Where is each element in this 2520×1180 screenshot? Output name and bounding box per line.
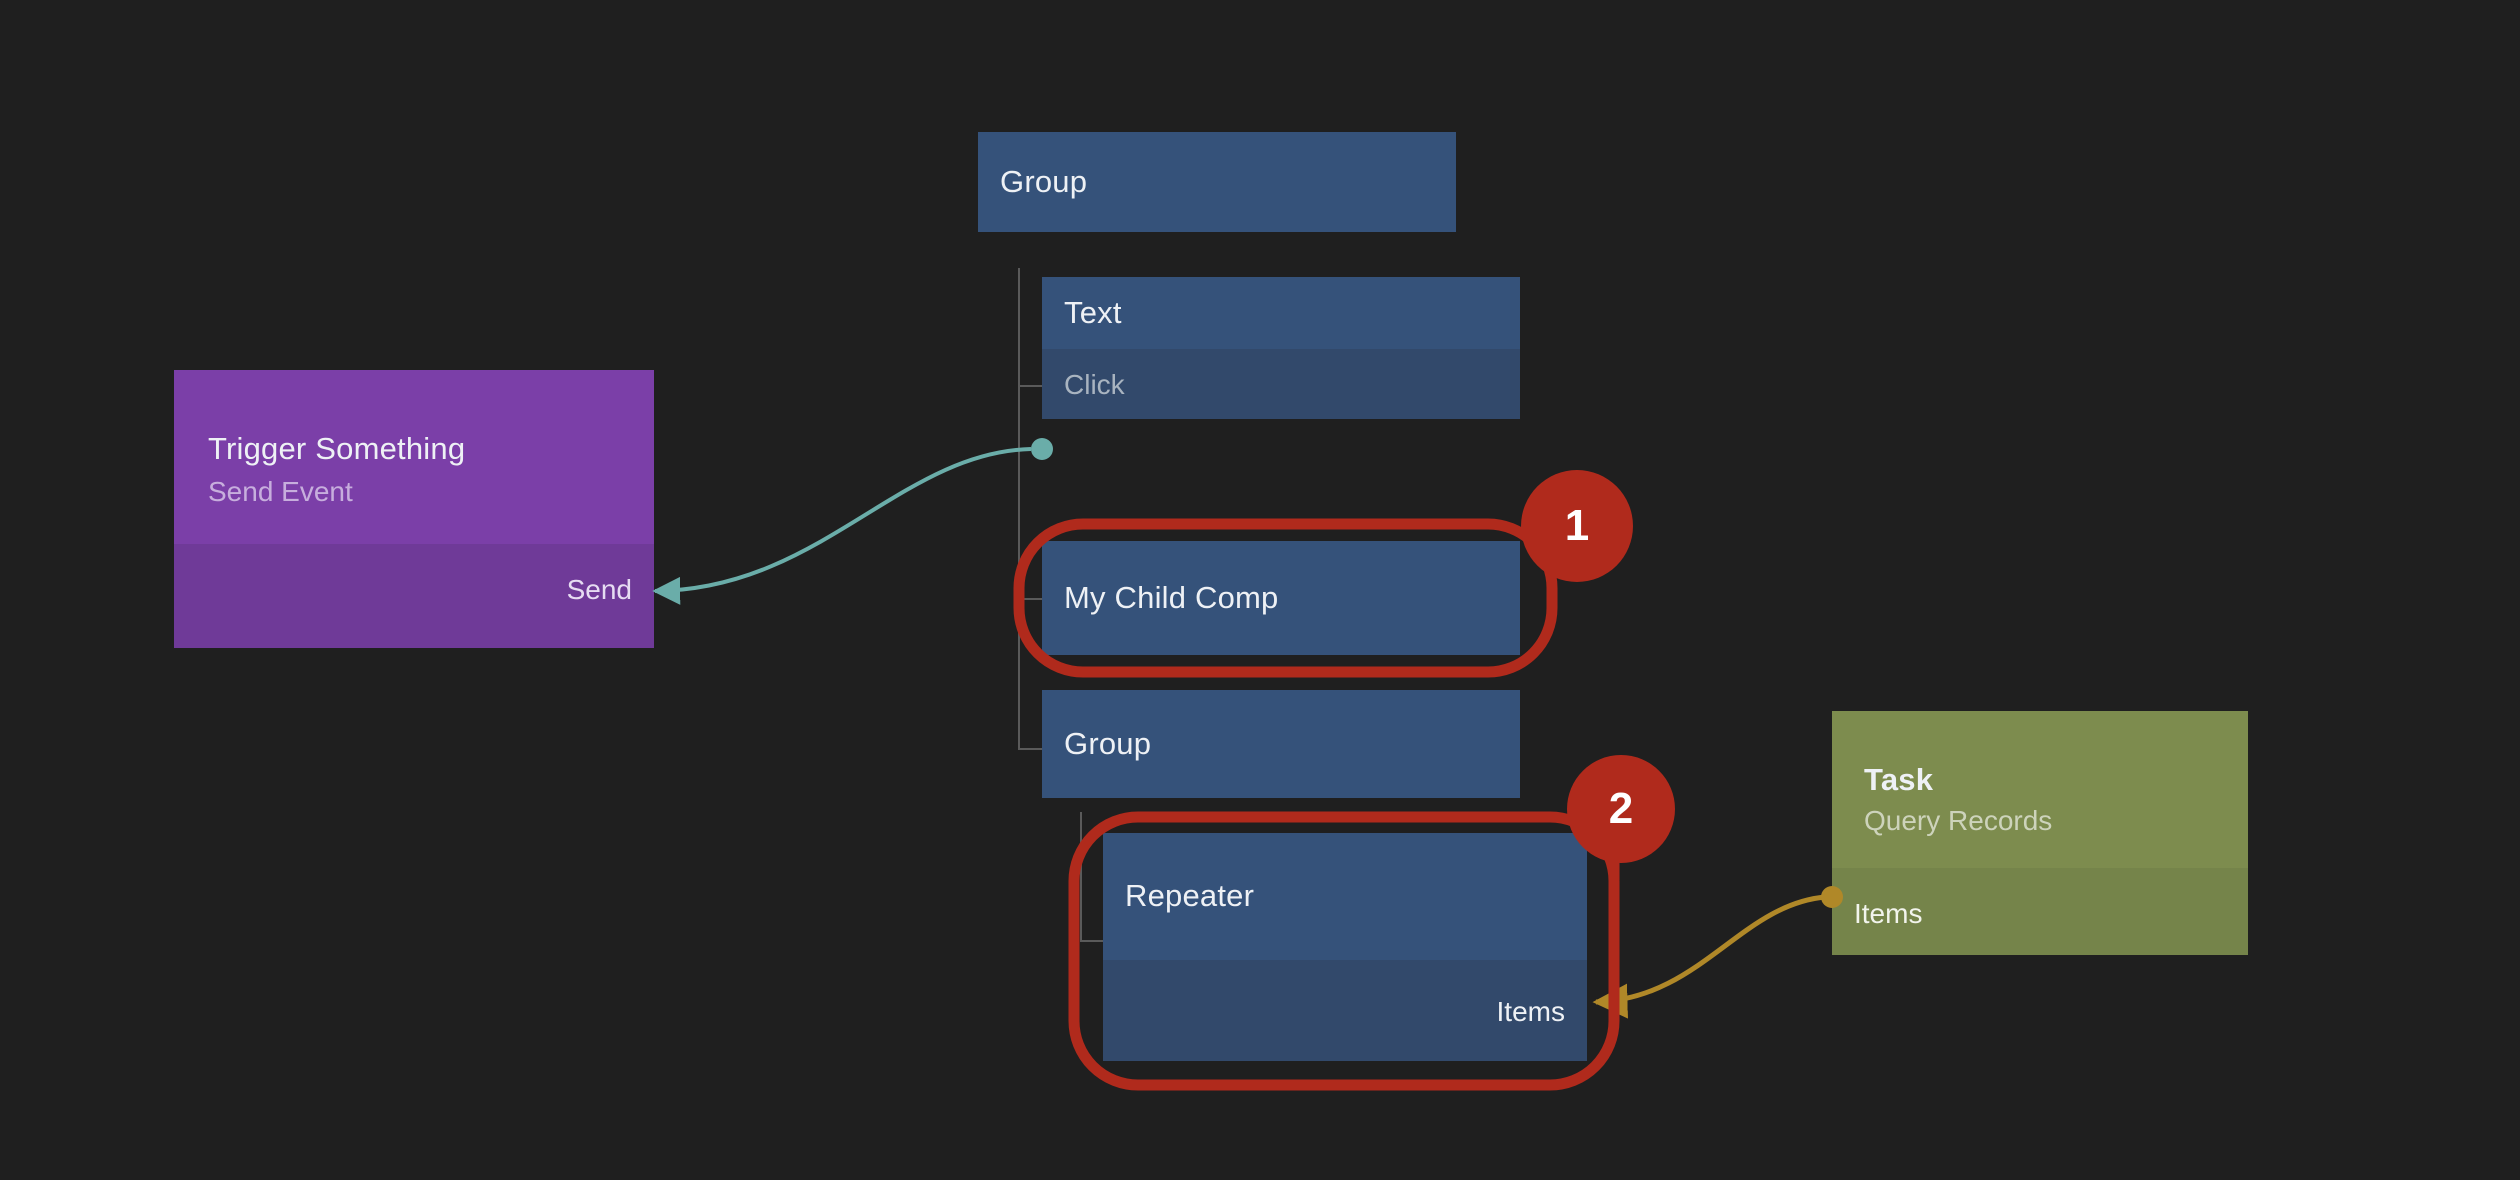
node-body: Click xyxy=(1042,349,1520,419)
node-body: Send xyxy=(174,544,654,648)
node-subtitle: Send Event xyxy=(208,475,353,507)
node-header: Repeater xyxy=(1103,833,1587,960)
node-header: Group xyxy=(978,132,1456,232)
node-title: My Child Comp xyxy=(1064,579,1279,615)
tree-guide-stub-repeater xyxy=(1080,940,1104,942)
wire-task-items-to-repeater-items xyxy=(1592,894,1826,1019)
annotation-badge-number: 2 xyxy=(1608,784,1634,833)
annotation-badge-1: 1 xyxy=(1521,470,1633,582)
annotation-badge-number: 1 xyxy=(1564,501,1590,550)
tree-guide-stub-child-comp xyxy=(1018,598,1042,600)
port-label-items[interactable]: Items xyxy=(1496,996,1565,1027)
node-task[interactable]: Task Query Records Items xyxy=(1832,711,2248,955)
node-header: My Child Comp xyxy=(1042,541,1520,655)
node-text[interactable]: Text Click xyxy=(1042,277,1520,419)
node-repeater[interactable]: Repeater Items xyxy=(1103,833,1587,1061)
port-dot-click[interactable] xyxy=(1031,438,1053,460)
node-header: Group xyxy=(1042,690,1520,798)
node-header: Trigger Something Send Event xyxy=(174,370,654,544)
node-title: Text xyxy=(1064,294,1122,330)
node-title: Task xyxy=(1864,762,1934,798)
node-subtitle: Query Records xyxy=(1864,805,2053,837)
tree-guide-stub-text xyxy=(1018,385,1042,387)
tree-guide-vertical-level2 xyxy=(1080,812,1082,942)
node-title: Trigger Something xyxy=(208,430,466,466)
node-title: Repeater xyxy=(1125,878,1255,914)
node-header: Text xyxy=(1042,277,1520,349)
node-title: Group xyxy=(1064,725,1152,761)
tree-guide-stub-group xyxy=(1018,748,1042,750)
node-body: Items xyxy=(1103,960,1587,1061)
node-trigger-something[interactable]: Trigger Something Send Event Send xyxy=(174,370,654,648)
node-group-root[interactable]: Group xyxy=(978,132,1456,232)
wire-click-to-send xyxy=(652,447,1032,605)
port-label-click[interactable]: Click xyxy=(1064,369,1125,400)
node-header: Task Query Records xyxy=(1832,711,2248,868)
port-label-send[interactable]: Send xyxy=(566,574,632,605)
node-my-child-comp[interactable]: My Child Comp xyxy=(1042,541,1520,655)
annotation-badge-2: 2 xyxy=(1567,755,1675,863)
node-body: Items xyxy=(1832,868,2248,955)
node-title: Group xyxy=(1000,163,1088,199)
tree-guide-vertical-level1 xyxy=(1018,268,1020,750)
port-label-task-items[interactable]: Items xyxy=(1854,898,1923,929)
node-group-inner[interactable]: Group xyxy=(1042,690,1520,798)
port-dot-task-items[interactable] xyxy=(1821,886,1843,908)
